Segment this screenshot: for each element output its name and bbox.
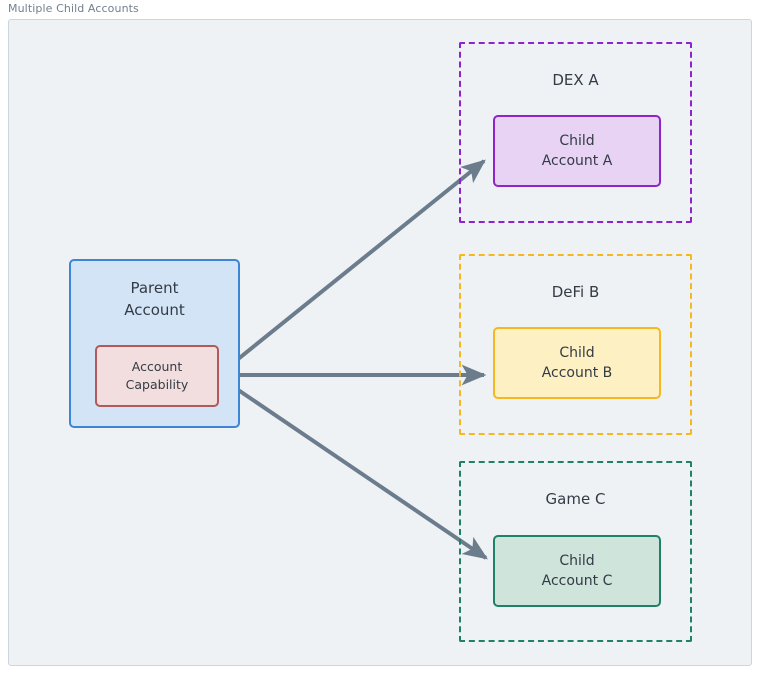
parent-account-label-line2: Account (124, 300, 185, 319)
child-account-c-label-line1: Child (559, 552, 595, 569)
child-account-c-label-line2: Account C (541, 573, 613, 589)
account-capability-label-line1: Account (131, 358, 183, 374)
child-account-a-label-line2: Account A (541, 153, 613, 169)
group-dex-a: DEX A (459, 42, 692, 223)
child-account-b-node[interactable]: Child Account B (493, 327, 661, 399)
group-dex-a-label: DEX A (552, 71, 599, 89)
group-defi-b-label: DeFi B (551, 283, 600, 301)
group-defi-b: DeFi B (459, 254, 692, 435)
group-game-c: Game C (459, 461, 692, 642)
child-account-a-node[interactable]: Child Account A (493, 115, 661, 187)
account-capability-label-line2: Capability (125, 377, 189, 392)
child-account-a-label-line1: Child (559, 132, 595, 149)
child-account-c-node[interactable]: Child Account C (493, 535, 661, 607)
parent-account-label-line1: Parent (130, 279, 179, 297)
child-account-b-label-line1: Child (559, 344, 595, 361)
child-account-b-label-line2: Account B (541, 365, 613, 381)
group-game-c-label: Game C (545, 490, 606, 508)
diagram-title: Multiple Child Accounts (8, 2, 139, 15)
account-capability-node[interactable]: Account Capability (95, 345, 219, 407)
